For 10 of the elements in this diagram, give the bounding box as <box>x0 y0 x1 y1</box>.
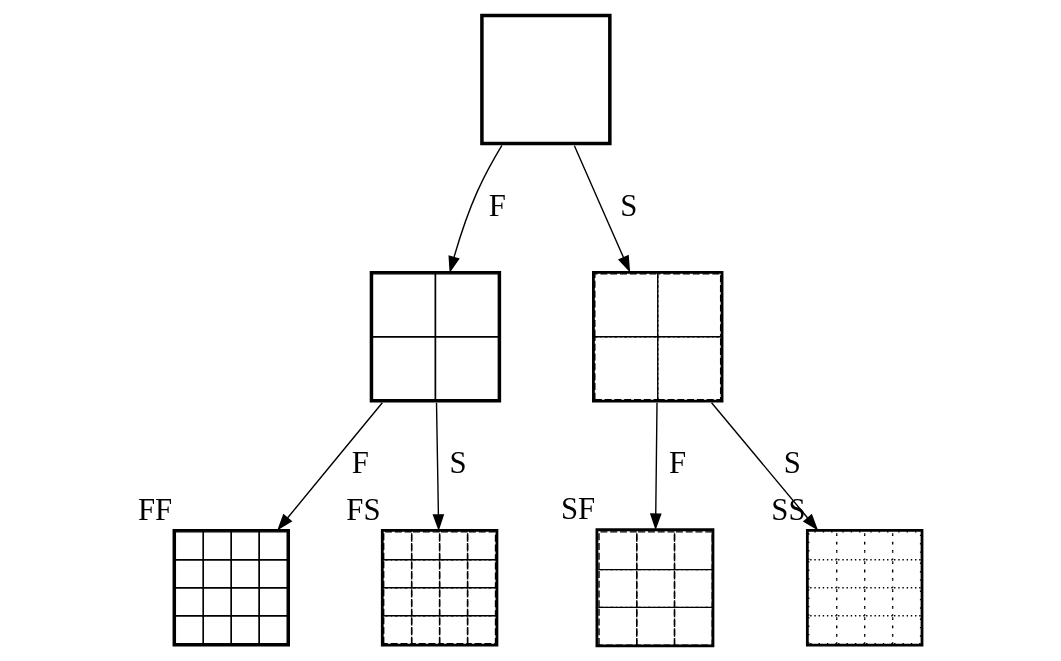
node-label: FF <box>137 493 173 528</box>
edge-label: F <box>351 446 369 481</box>
edge-label: S <box>783 446 801 481</box>
edge-label: F <box>669 446 687 481</box>
node-label: FS <box>346 493 381 528</box>
node-label: SS <box>771 493 806 528</box>
edge-label: S <box>620 188 638 223</box>
edge-label: S <box>449 446 467 481</box>
edge-label: F <box>488 188 506 223</box>
node-label: SF <box>560 492 596 527</box>
